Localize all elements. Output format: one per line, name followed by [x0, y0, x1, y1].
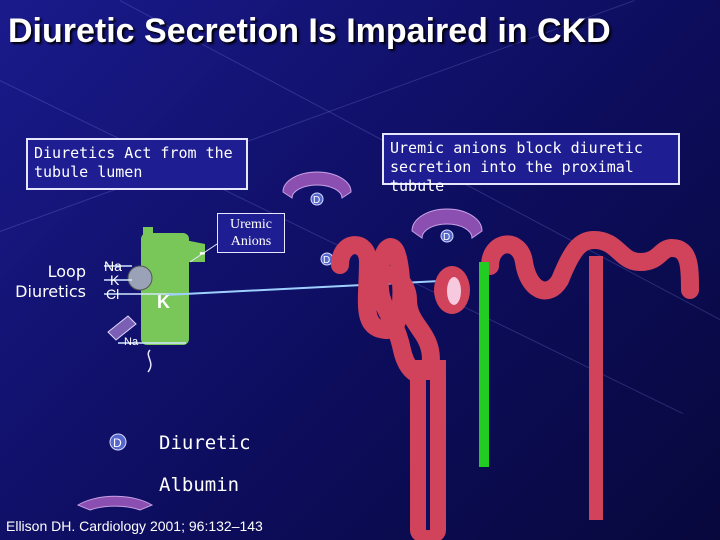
k-ion-label: K: [157, 292, 170, 312]
legend-albumin-arc: [76, 495, 154, 511]
legend-albumin-label: Albumin: [159, 474, 240, 496]
descending-limb: [410, 360, 446, 540]
ion-k: K: [110, 272, 120, 288]
minus-sign: -: [199, 243, 206, 262]
transporter: [127, 265, 153, 291]
albumin-arc-right: [411, 208, 483, 239]
tubule-cell: [141, 233, 189, 345]
legend-diuretic-letter: D: [113, 436, 122, 450]
page-title: Diuretic Secretion Is Impaired in CKD: [8, 12, 611, 50]
diuretic-marker-3-letter: D: [323, 255, 330, 266]
uremic-anions-label: Uremic Anions: [217, 213, 285, 253]
squiggle: [147, 349, 152, 373]
diuretic-marker-1: [310, 192, 324, 206]
legend-diuretic-label: Diuretic: [159, 432, 251, 454]
collecting-duct-green: [479, 262, 489, 467]
uremic-connector: [189, 243, 218, 263]
citation: Ellison DH. Cardiology 2001; 96:132–143: [6, 518, 263, 534]
note-uremic-anions-block: Uremic anions block diuretic secretion i…: [382, 133, 680, 195]
diuretic-marker-2: [440, 229, 454, 243]
loop-diuretic-pill: [107, 315, 137, 341]
loop-diuretics-label: Loop Diuretics: [15, 262, 86, 301]
note-diuretics-act: Diuretics Act from the tubule lumen: [26, 138, 248, 190]
cell-top-knob: [143, 227, 153, 237]
diuretic-marker-2-letter: D: [443, 232, 450, 243]
albumin-arc-top: [282, 171, 352, 199]
ion-na: Na: [104, 258, 122, 274]
glomerulus-inner: [447, 277, 461, 305]
collecting-duct-top: [481, 230, 699, 300]
cell-extension: [185, 240, 205, 262]
ion-cl: Cl: [106, 286, 120, 302]
diuretic-marker-1-letter: D: [313, 195, 320, 206]
ion-na-bottom: Na: [124, 336, 139, 348]
nephron-tubule: [331, 236, 440, 384]
legend-diuretic-marker: [109, 433, 127, 451]
